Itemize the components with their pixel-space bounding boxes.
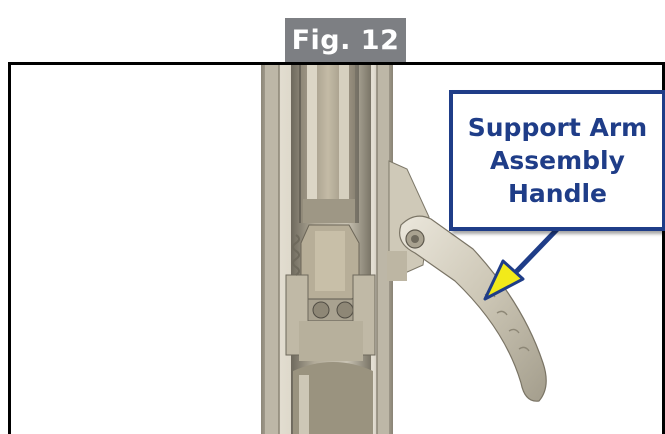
- callout-line-3: Handle: [507, 179, 607, 208]
- arrow-pointer-icon: [483, 259, 525, 301]
- callout-line-2: Assembly: [490, 146, 625, 175]
- support-arm-handle-callout: Support Arm Assembly Handle: [449, 90, 665, 231]
- figure-label: Fig. 12: [285, 18, 406, 62]
- lower-tube: [293, 362, 373, 434]
- support-arm-illustration: [261, 65, 571, 434]
- lever-handle: [399, 215, 547, 402]
- spring: [292, 234, 300, 276]
- callout-line-1: Support Arm: [467, 113, 648, 142]
